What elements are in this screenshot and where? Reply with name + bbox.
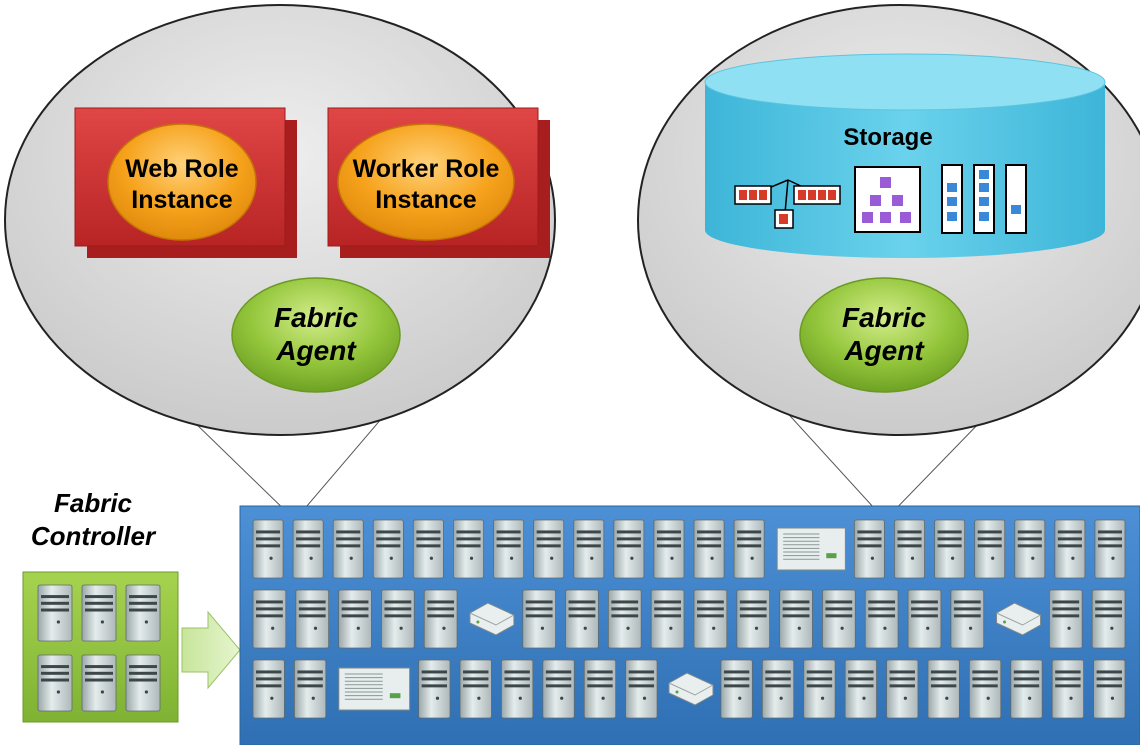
- server-icon: [381, 589, 415, 649]
- server-icon: [625, 659, 658, 719]
- router-icon: [668, 672, 714, 706]
- right-fabric-agent: Fabric Agent: [799, 277, 969, 393]
- server-icon: [853, 519, 885, 579]
- switch-icon: [338, 667, 411, 711]
- server-icon: [533, 519, 565, 579]
- server-icon: [37, 654, 73, 712]
- server-icon: [779, 589, 813, 649]
- controller-line1: Fabric: [54, 488, 133, 518]
- server-icon: [252, 589, 287, 649]
- server-icon: [338, 589, 372, 649]
- controller-arrow: [181, 610, 241, 690]
- server-icon: [501, 659, 534, 719]
- server-icon: [1091, 589, 1126, 649]
- fabric-controller-box: [22, 571, 179, 723]
- right-agent-line1: Fabric: [842, 302, 926, 333]
- server-icon: [412, 519, 444, 579]
- server-icon: [844, 659, 877, 719]
- rack-devices: [252, 519, 1126, 719]
- server-icon: [974, 519, 1006, 579]
- server-icon: [459, 659, 492, 719]
- server-icon: [693, 589, 728, 649]
- server-icon: [292, 519, 324, 579]
- right-agent-line2: Agent: [843, 335, 925, 366]
- server-icon: [423, 589, 458, 649]
- server-icon: [1048, 589, 1083, 649]
- server-icon: [927, 659, 960, 719]
- server-icon: [125, 654, 161, 712]
- left-agent-line1: Fabric: [274, 302, 358, 333]
- server-icon: [294, 659, 327, 719]
- server-icon: [736, 589, 771, 649]
- datacenter-rack: [239, 505, 1140, 745]
- server-icon: [886, 659, 919, 719]
- router-icon: [469, 602, 515, 636]
- left-fabric-agent: Fabric Agent: [231, 277, 401, 393]
- server-icon: [1051, 659, 1084, 719]
- server-icon: [822, 589, 856, 649]
- server-icon: [37, 584, 73, 642]
- server-icon: [522, 589, 556, 649]
- server-icon: [81, 654, 117, 712]
- server-icon: [583, 659, 617, 719]
- server-icon: [295, 589, 330, 649]
- server-icon: [693, 519, 725, 579]
- server-icon: [650, 589, 685, 649]
- server-icon: [607, 589, 642, 649]
- server-icon: [1010, 659, 1043, 719]
- storage-label: Storage: [843, 124, 932, 151]
- server-icon: [803, 659, 836, 719]
- server-icon: [125, 584, 161, 642]
- web-role-line2: Instance: [131, 186, 233, 214]
- server-icon: [252, 519, 284, 579]
- server-icon: [372, 519, 404, 579]
- server-icon: [453, 519, 484, 579]
- server-icon: [934, 519, 966, 579]
- switch-icon: [776, 527, 846, 571]
- server-icon: [493, 519, 525, 579]
- left-agent-line2: Agent: [275, 335, 357, 366]
- server-icon: [1014, 519, 1046, 579]
- fabric-controller-label: Fabric Controller: [31, 488, 157, 551]
- server-icon: [761, 659, 795, 719]
- server-icon: [252, 659, 285, 719]
- server-icon: [968, 659, 1002, 719]
- server-icon: [864, 589, 899, 649]
- server-icon: [81, 584, 117, 642]
- controller-line2: Controller: [31, 521, 157, 551]
- server-icon: [733, 519, 765, 579]
- router-icon: [996, 602, 1042, 636]
- web-role-instance: Web Role Instance: [107, 123, 257, 241]
- storage-cylinder: Storage: [704, 53, 1106, 258]
- server-icon: [418, 659, 451, 719]
- server-icon: [565, 589, 599, 649]
- server-icon: [720, 659, 753, 719]
- server-icon: [894, 519, 925, 579]
- worker-role-line2: Instance: [375, 186, 477, 214]
- server-icon: [1054, 519, 1086, 579]
- worker-role-instance: Worker Role Instance: [337, 123, 515, 241]
- controller-servers: [37, 584, 161, 712]
- server-icon: [907, 589, 942, 649]
- server-icon: [1093, 659, 1126, 719]
- server-icon: [653, 519, 685, 579]
- server-icon: [332, 519, 364, 579]
- blob-storage-icon: [734, 179, 841, 229]
- queue-storage-icon: [941, 164, 1027, 234]
- server-icon: [1094, 519, 1126, 579]
- web-role-line1: Web Role: [125, 155, 239, 183]
- server-icon: [613, 519, 645, 579]
- worker-role-line1: Worker Role: [353, 155, 500, 183]
- table-storage-icon: [854, 166, 921, 233]
- server-icon: [542, 659, 575, 719]
- server-icon: [950, 589, 985, 649]
- server-icon: [573, 519, 605, 579]
